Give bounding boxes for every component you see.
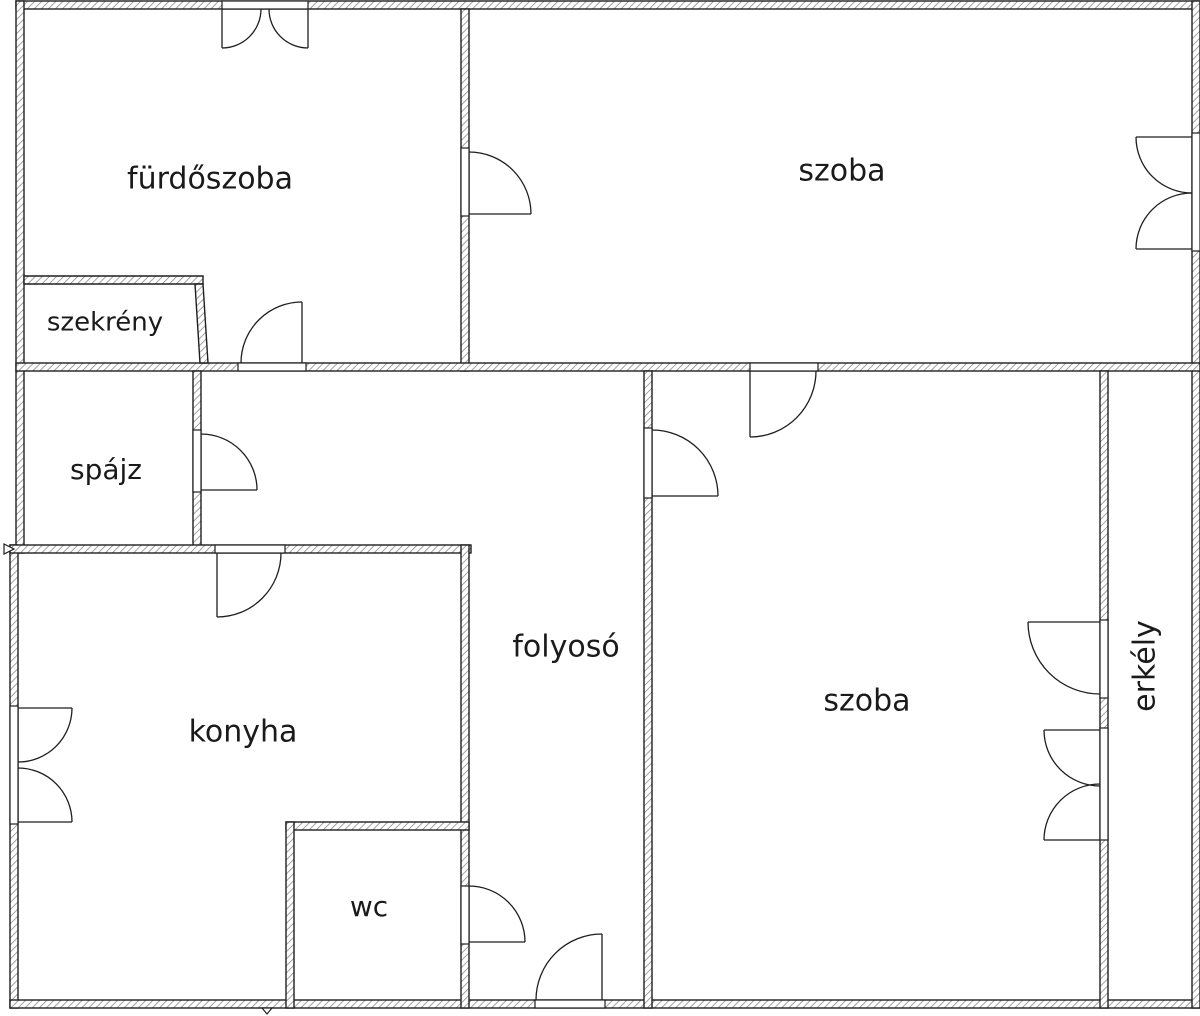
wall-kitchen-corridor — [460, 544, 470, 1009]
door-wc — [468, 885, 526, 943]
wall-closet-top — [23, 275, 204, 285]
label-erkely: erkély — [1128, 620, 1163, 712]
opening-bath-room — [460, 147, 470, 217]
door-entrance — [535, 933, 603, 1001]
opening-balcony-2 — [1099, 727, 1109, 841]
opening-corridor-bath — [237, 362, 307, 372]
edge-markers — [3, 543, 274, 1015]
label-szoba-top: szoba — [798, 154, 885, 189]
label-wc: wc — [350, 890, 388, 923]
label-spajz: spájz — [70, 453, 142, 486]
opening-corridor-room-top — [749, 362, 819, 372]
wall-outer-top — [15, 0, 1200, 10]
opening-pantry — [192, 429, 202, 493]
door-room-corridor — [651, 429, 719, 497]
door-kitchen — [216, 552, 282, 618]
wall-wc-left — [285, 821, 295, 1009]
label-konyha: konyha — [189, 715, 298, 750]
door-balcony-1 — [1027, 621, 1101, 695]
marker-bottom — [260, 1007, 274, 1015]
doors — [17, 8, 1193, 1001]
label-szekreny: szekrény — [47, 308, 163, 338]
wall-corridor-room — [643, 370, 653, 1009]
marker-left — [3, 543, 16, 555]
door-kitchen-window — [17, 707, 73, 823]
door-bathroom-room — [468, 151, 532, 215]
opening-wc — [460, 885, 470, 945]
label-folyoso: folyosó — [512, 630, 619, 665]
opening-entrance — [534, 999, 606, 1009]
door-corridor-bathroom — [240, 301, 303, 364]
openings — [9, 0, 1200, 1009]
opening-kitchen-window — [9, 705, 19, 825]
door-bathroom-top — [221, 8, 309, 49]
opening-balcony-1 — [1099, 619, 1109, 699]
label-furdoszoba: fürdőszoba — [127, 162, 293, 197]
opening-room-window — [1191, 132, 1200, 252]
wall-closet-right — [194, 283, 209, 364]
door-room-window — [1135, 136, 1193, 250]
door-room-top — [749, 370, 817, 438]
wall-outer-right — [1191, 0, 1200, 1009]
opening-corridor-room — [643, 427, 653, 499]
room-labels: fürdőszoba szoba szekrény spájz folyosó … — [47, 154, 1163, 924]
opening-bath-top — [221, 0, 309, 10]
wall-wc-top — [285, 821, 470, 831]
opening-kitchen — [214, 544, 286, 554]
wall-mid-horizontal — [15, 362, 1200, 372]
walls — [9, 0, 1200, 1009]
door-pantry — [200, 433, 258, 491]
door-balcony-2 — [1043, 729, 1101, 841]
label-szoba-main: szoba — [823, 684, 910, 719]
wall-outer-left-upper — [15, 0, 25, 554]
